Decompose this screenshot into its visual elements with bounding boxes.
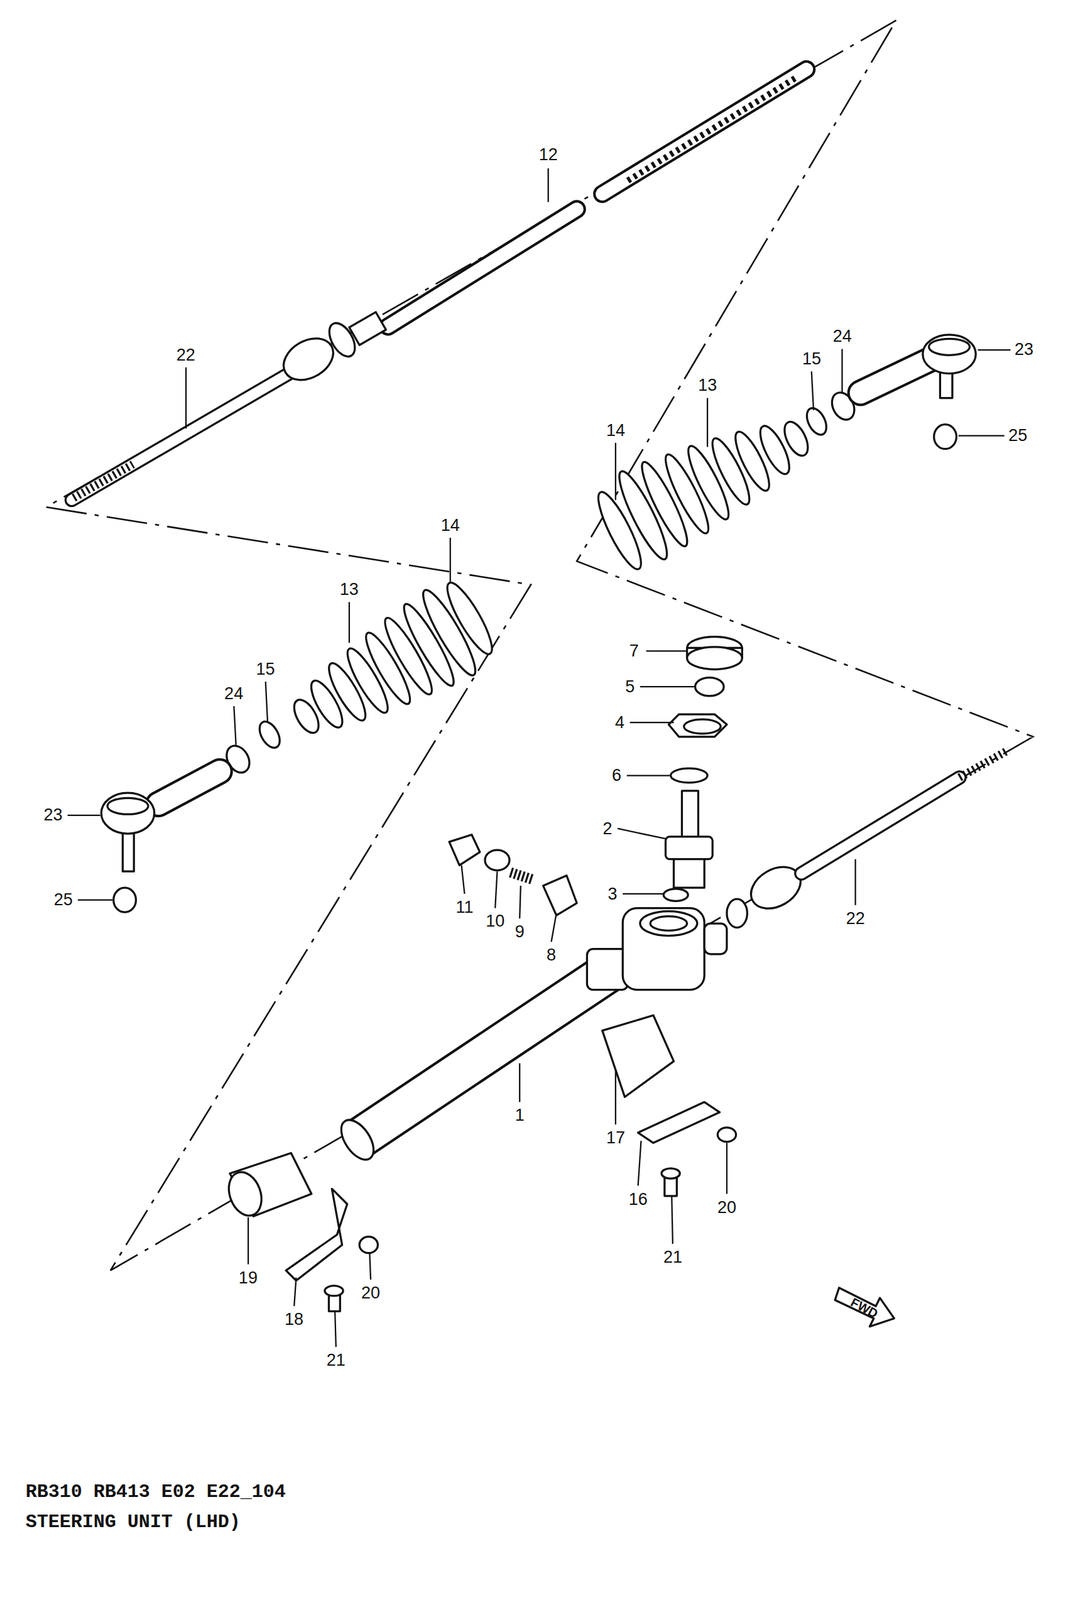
callout-number: 22 [174, 346, 198, 365]
callout-number: 14 [604, 421, 627, 441]
callout-number: 1 [513, 1106, 527, 1126]
callout-number: 18 [282, 1310, 306, 1330]
diagram-title: STEERING UNIT (LHD) [25, 1512, 241, 1533]
callout-number: 8 [544, 946, 558, 965]
callout-number: 20 [359, 1284, 382, 1303]
callout-number: 19 [236, 1269, 260, 1288]
diagram-code: RB310 RB413 E02 E22_104 [25, 1481, 286, 1503]
callout-number: 23 [1012, 341, 1036, 360]
callout-number: 16 [626, 1190, 650, 1210]
callout-number: 23 [41, 806, 65, 826]
callout-number: 22 [844, 909, 867, 929]
callout-number: 17 [604, 1128, 627, 1148]
callout-number: 15 [253, 660, 277, 680]
callout-number: 6 [610, 766, 624, 786]
callout-number: 7 [627, 642, 641, 661]
callout-number: 11 [453, 898, 475, 918]
callout-number: 14 [439, 516, 462, 536]
direction-mark: FWD [849, 1295, 881, 1320]
callout-number: 13 [337, 580, 361, 600]
callout-number: 24 [831, 327, 854, 347]
callout-number: 10 [483, 912, 507, 932]
callout-number: 25 [1006, 426, 1030, 446]
callout-number: 21 [324, 1351, 348, 1371]
callout-number: 3 [606, 885, 620, 905]
callout-number: 25 [52, 891, 75, 911]
callout-number: 12 [537, 145, 560, 165]
callout-number: 20 [715, 1198, 739, 1218]
callout-number: 21 [661, 1248, 685, 1268]
callout-number: 4 [613, 713, 627, 733]
callout-number: 5 [623, 677, 637, 697]
callout-number: 13 [696, 376, 719, 396]
callout-number: 2 [600, 819, 614, 839]
callout-number: 15 [800, 349, 823, 369]
callout-number: 9 [513, 922, 527, 942]
callout-number: 24 [222, 684, 246, 704]
